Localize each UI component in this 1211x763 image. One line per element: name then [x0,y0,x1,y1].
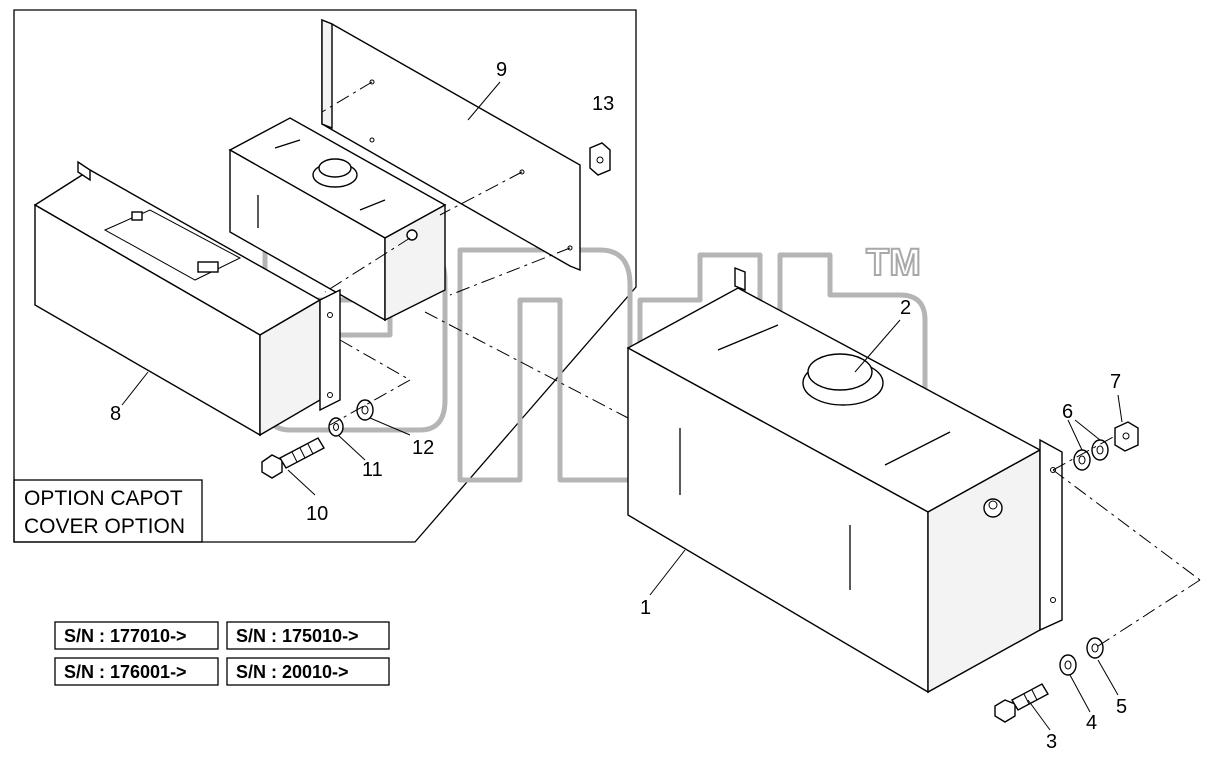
option-label-line1: OPTION CAPOT [24,487,183,510]
callout-12: 12 [412,437,434,459]
part-1-main-tank [626,266,1063,694]
callout-2: 2 [900,297,911,319]
part-11-washer [328,417,344,437]
assembly-axis-lines [321,81,1201,649]
part-5-washer [1086,637,1104,659]
callout-8: 8 [110,403,121,425]
part-6-washers [1073,439,1109,471]
serial-number-table: S/N : 177010-> S/N : 175010-> S/N : 1760… [54,621,390,686]
serial-number: S/N : 20010-> [236,662,349,682]
callout-9: 9 [496,59,507,81]
option-tank [228,117,447,322]
callout-6: 6 [1062,401,1073,423]
option-boundary [13,9,637,543]
callout-1: 1 [640,597,651,619]
leader-lines [121,81,1123,731]
serial-number: S/N : 175010-> [236,626,359,646]
part-9-mounting-plate [321,18,581,272]
callout-3: 3 [1046,731,1057,753]
callout-10: 10 [306,503,328,525]
part-13-nut [589,142,611,176]
callout-11: 11 [362,459,383,481]
serial-number: S/N : 176001-> [64,662,187,682]
option-label-box: OPTION CAPOT COVER OPTION [13,479,203,543]
part-4-washer [1059,654,1077,676]
part-12-washer [356,399,374,421]
part-10-bolt [261,437,325,479]
part-2-filler-cap [802,353,884,406]
callout-4: 4 [1086,712,1097,734]
callout-5: 5 [1116,696,1127,718]
part-7-nut [1114,421,1139,452]
part-8-cover [33,160,341,437]
callout-7: 7 [1110,371,1121,393]
callout-13: 13 [592,93,614,115]
serial-number: S/N : 177010-> [64,626,187,646]
watermark-trademark: TM [866,242,921,284]
part-3-bolt [994,683,1049,723]
option-label-line2: COVER OPTION [24,515,185,538]
